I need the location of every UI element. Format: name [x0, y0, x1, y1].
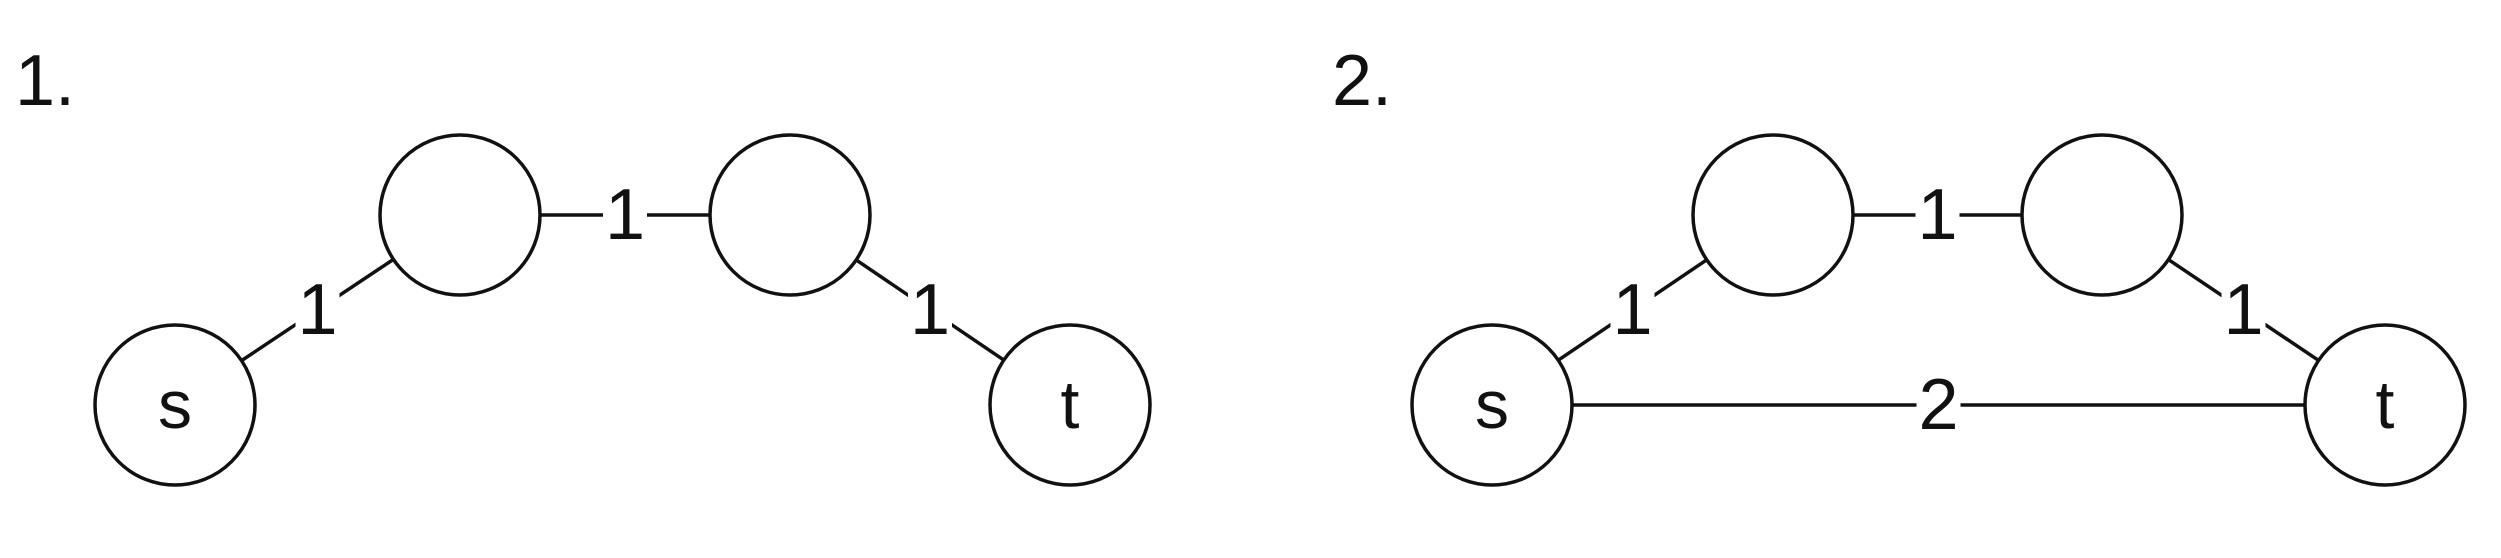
graph-node-b: [2020, 133, 2184, 297]
panel-label: 2.: [1332, 41, 1392, 121]
edge-label-background: [1610, 276, 1655, 344]
node-label-t: t: [2376, 367, 2395, 443]
graph-node-a: [1691, 133, 1855, 297]
edge-label-background: [295, 276, 340, 344]
edge-label-background: [908, 276, 952, 344]
node-label-s: s: [158, 367, 192, 443]
graph-node-b: [708, 133, 872, 297]
panel-label: 1.: [15, 41, 75, 121]
graph-node-a: [378, 133, 542, 297]
graph-panel-2: 2. 1 1 1 2 s t: [1332, 41, 2467, 487]
edge-weight-label: 1: [605, 175, 645, 255]
edge-weight-label: 1: [2223, 270, 2263, 350]
edge-weight-label: 1: [297, 270, 337, 350]
edge-label-background: [1915, 181, 1960, 249]
graph-node-t: [2303, 323, 2467, 487]
edge-weight-label: 1: [1917, 175, 1957, 255]
edge-weight-label: 2: [1918, 365, 1958, 445]
node-label-t: t: [1061, 367, 1080, 443]
edge-label-background: [1916, 371, 1961, 439]
edge-label-background: [603, 181, 647, 249]
graph-node-s: [1410, 323, 1574, 487]
edge-weight-label: 1: [1612, 270, 1652, 350]
graph-node-s: [93, 323, 257, 487]
edge-label-background: [2221, 276, 2266, 344]
graph-node-t: [988, 323, 1152, 487]
graph-panel-1: 1. 1 1 1 s t: [15, 41, 1152, 487]
edge-weight-label: 1: [910, 270, 950, 350]
node-label-s: s: [1475, 367, 1509, 443]
